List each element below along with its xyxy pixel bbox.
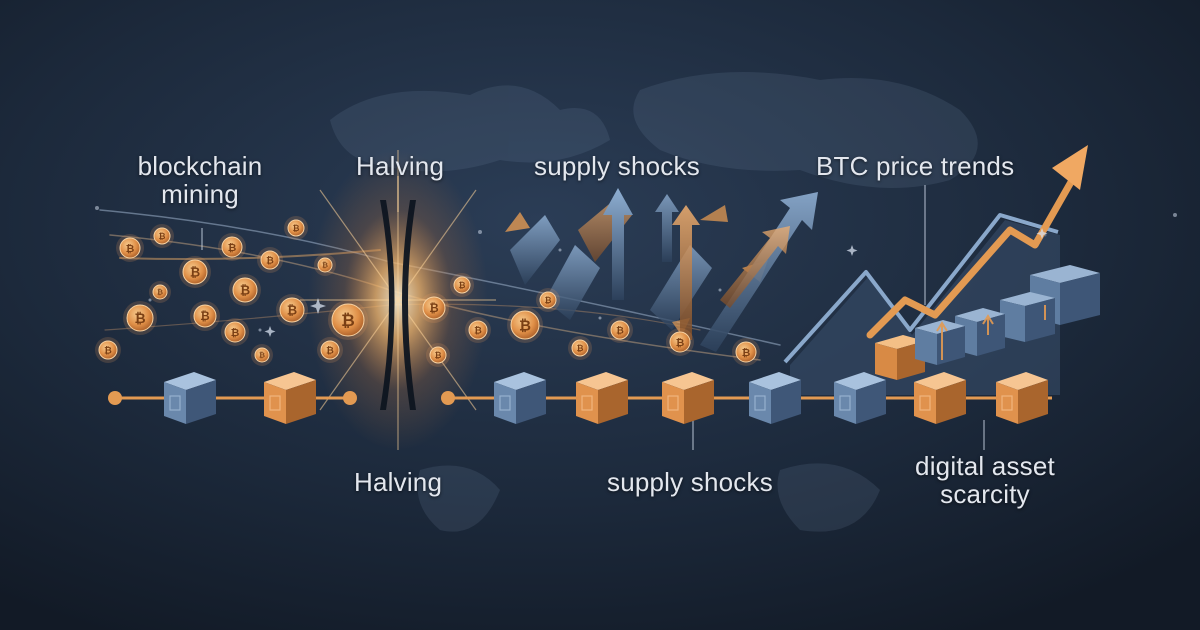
svg-text:₿: ₿: [126, 243, 135, 255]
svg-text:₿: ₿: [429, 301, 438, 315]
bitcoin-coin-icon: ₿: [568, 336, 592, 360]
block-stack: [875, 265, 1100, 450]
bitcoin-coin-icon: ₿: [251, 344, 273, 366]
blockchain-mining-label: blockchain mining: [120, 152, 280, 208]
bitcoin-coin-icon: ₿: [229, 274, 261, 306]
bitcoin-coin-icon: ₿: [276, 294, 308, 326]
bitcoin-coin-icon: ₿: [116, 234, 144, 262]
bitcoin-coin-icon: ₿: [150, 224, 174, 248]
svg-text:₿: ₿: [322, 261, 328, 270]
up-arrow-icon: [603, 188, 700, 340]
halving-bottom-label: Halving: [354, 467, 443, 497]
bitcoin-coin-icon: ₿: [314, 254, 336, 276]
block-cube-icon: [164, 372, 216, 424]
chain-blocks: [164, 372, 1048, 424]
block-cube-icon: [264, 372, 316, 424]
world-map-silhouette: [330, 72, 978, 532]
bitcoin-coin-icon: ₿: [666, 328, 694, 356]
trend-arrow-icon: [700, 192, 818, 352]
chain-break-left-node: [343, 391, 357, 405]
svg-text:₿: ₿: [259, 351, 265, 360]
svg-text:₿: ₿: [228, 242, 237, 254]
svg-text:₿: ₿: [545, 295, 552, 305]
svg-text:₿: ₿: [200, 309, 209, 323]
bitcoin-coin-icon: ₿: [426, 343, 450, 367]
bitcoin-coin-icon: ₿: [507, 307, 543, 343]
svg-text:₿: ₿: [577, 343, 584, 353]
svg-text:₿: ₿: [240, 283, 250, 298]
bitcoin-coin-icon: ₿: [190, 301, 220, 331]
bitcoin-coin-icon: ₿: [149, 281, 171, 303]
digital-asset-scarcity-label: digital asset scarcity: [895, 452, 1075, 508]
bitcoin-coin-icon: ₿: [257, 247, 283, 273]
block-cube-icon: [576, 372, 628, 424]
svg-text:₿: ₿: [287, 303, 297, 318]
block-cube-icon: [662, 372, 714, 424]
digital-asset-scarcity-line1: digital asset: [915, 451, 1055, 481]
block-cube-icon: [834, 372, 886, 424]
block-cube-icon: [494, 372, 546, 424]
bitcoin-coin-icon: ₿: [328, 300, 368, 340]
svg-text:₿: ₿: [616, 325, 624, 336]
svg-text:₿: ₿: [519, 317, 531, 334]
bitcoin-coin-icon: ₿: [221, 318, 249, 346]
sparkle-icon: [264, 228, 1048, 337]
bitcoin-coin-icon: ₿: [607, 317, 633, 343]
btc-price-trends-label: BTC price trends: [816, 151, 1015, 181]
bitcoin-coin-icon: ₿: [95, 337, 121, 363]
svg-text:₿: ₿: [266, 255, 274, 266]
bitcoin-coin-icon: ₿: [732, 338, 760, 366]
svg-text:₿: ₿: [104, 345, 112, 356]
svg-text:₿: ₿: [326, 345, 334, 356]
svg-text:₿: ₿: [293, 223, 300, 233]
blockchain-mining-label-line1: blockchain: [137, 151, 263, 181]
svg-text:₿: ₿: [190, 265, 200, 280]
halving-top-label: Halving: [356, 151, 445, 181]
svg-text:₿: ₿: [157, 288, 163, 297]
bitcoin-coin-icon: ₿: [536, 288, 560, 312]
svg-text:₿: ₿: [134, 311, 145, 327]
bitcoin-coin-icon: ₿: [123, 301, 157, 335]
bitcoin-coin-icon: ₿: [465, 317, 491, 343]
bitcoin-coin-icon: ₿: [284, 216, 308, 240]
halving-burst: [300, 150, 496, 450]
coin-stream: ₿ ₿ ₿ ₿ ₿ ₿ ₿ ₿ ₿ ₿ ₿ ₿ ₿ ₿ ₿ ₿ ₿ ₿ ₿ ₿ ₿ ₿ ₿ ₿ ₿ ₿ ₿: [95, 216, 760, 367]
svg-text:₿: ₿: [676, 337, 685, 349]
bitcoin-coin-icon: ₿: [218, 233, 246, 261]
block-cube-icon: [914, 372, 966, 424]
bitcoin-coin-icon: ₿: [419, 293, 449, 323]
block-cube-icon: [749, 372, 801, 424]
svg-text:₿: ₿: [231, 327, 240, 339]
blockchain-mining-label-line2: mining: [161, 179, 239, 209]
digital-asset-scarcity-line2: scarcity: [940, 479, 1030, 509]
supply-shocks-bottom-label: supply shocks: [607, 467, 773, 497]
svg-text:₿: ₿: [341, 310, 355, 330]
bitcoin-coin-icon: ₿: [179, 256, 211, 288]
svg-text:₿: ₿: [435, 350, 442, 360]
bitcoin-coin-icon: ₿: [317, 337, 343, 363]
block-cube-icon: [996, 372, 1048, 424]
chain-break-right-node: [441, 391, 455, 405]
supply-shocks-top-label: supply shocks: [534, 151, 700, 181]
chain-start-node: [108, 391, 122, 405]
bitcoin-coin-icon: ₿: [450, 273, 474, 297]
svg-text:₿: ₿: [742, 347, 751, 359]
svg-text:₿: ₿: [474, 325, 482, 336]
svg-text:₿: ₿: [159, 231, 166, 241]
svg-text:₿: ₿: [459, 280, 466, 290]
